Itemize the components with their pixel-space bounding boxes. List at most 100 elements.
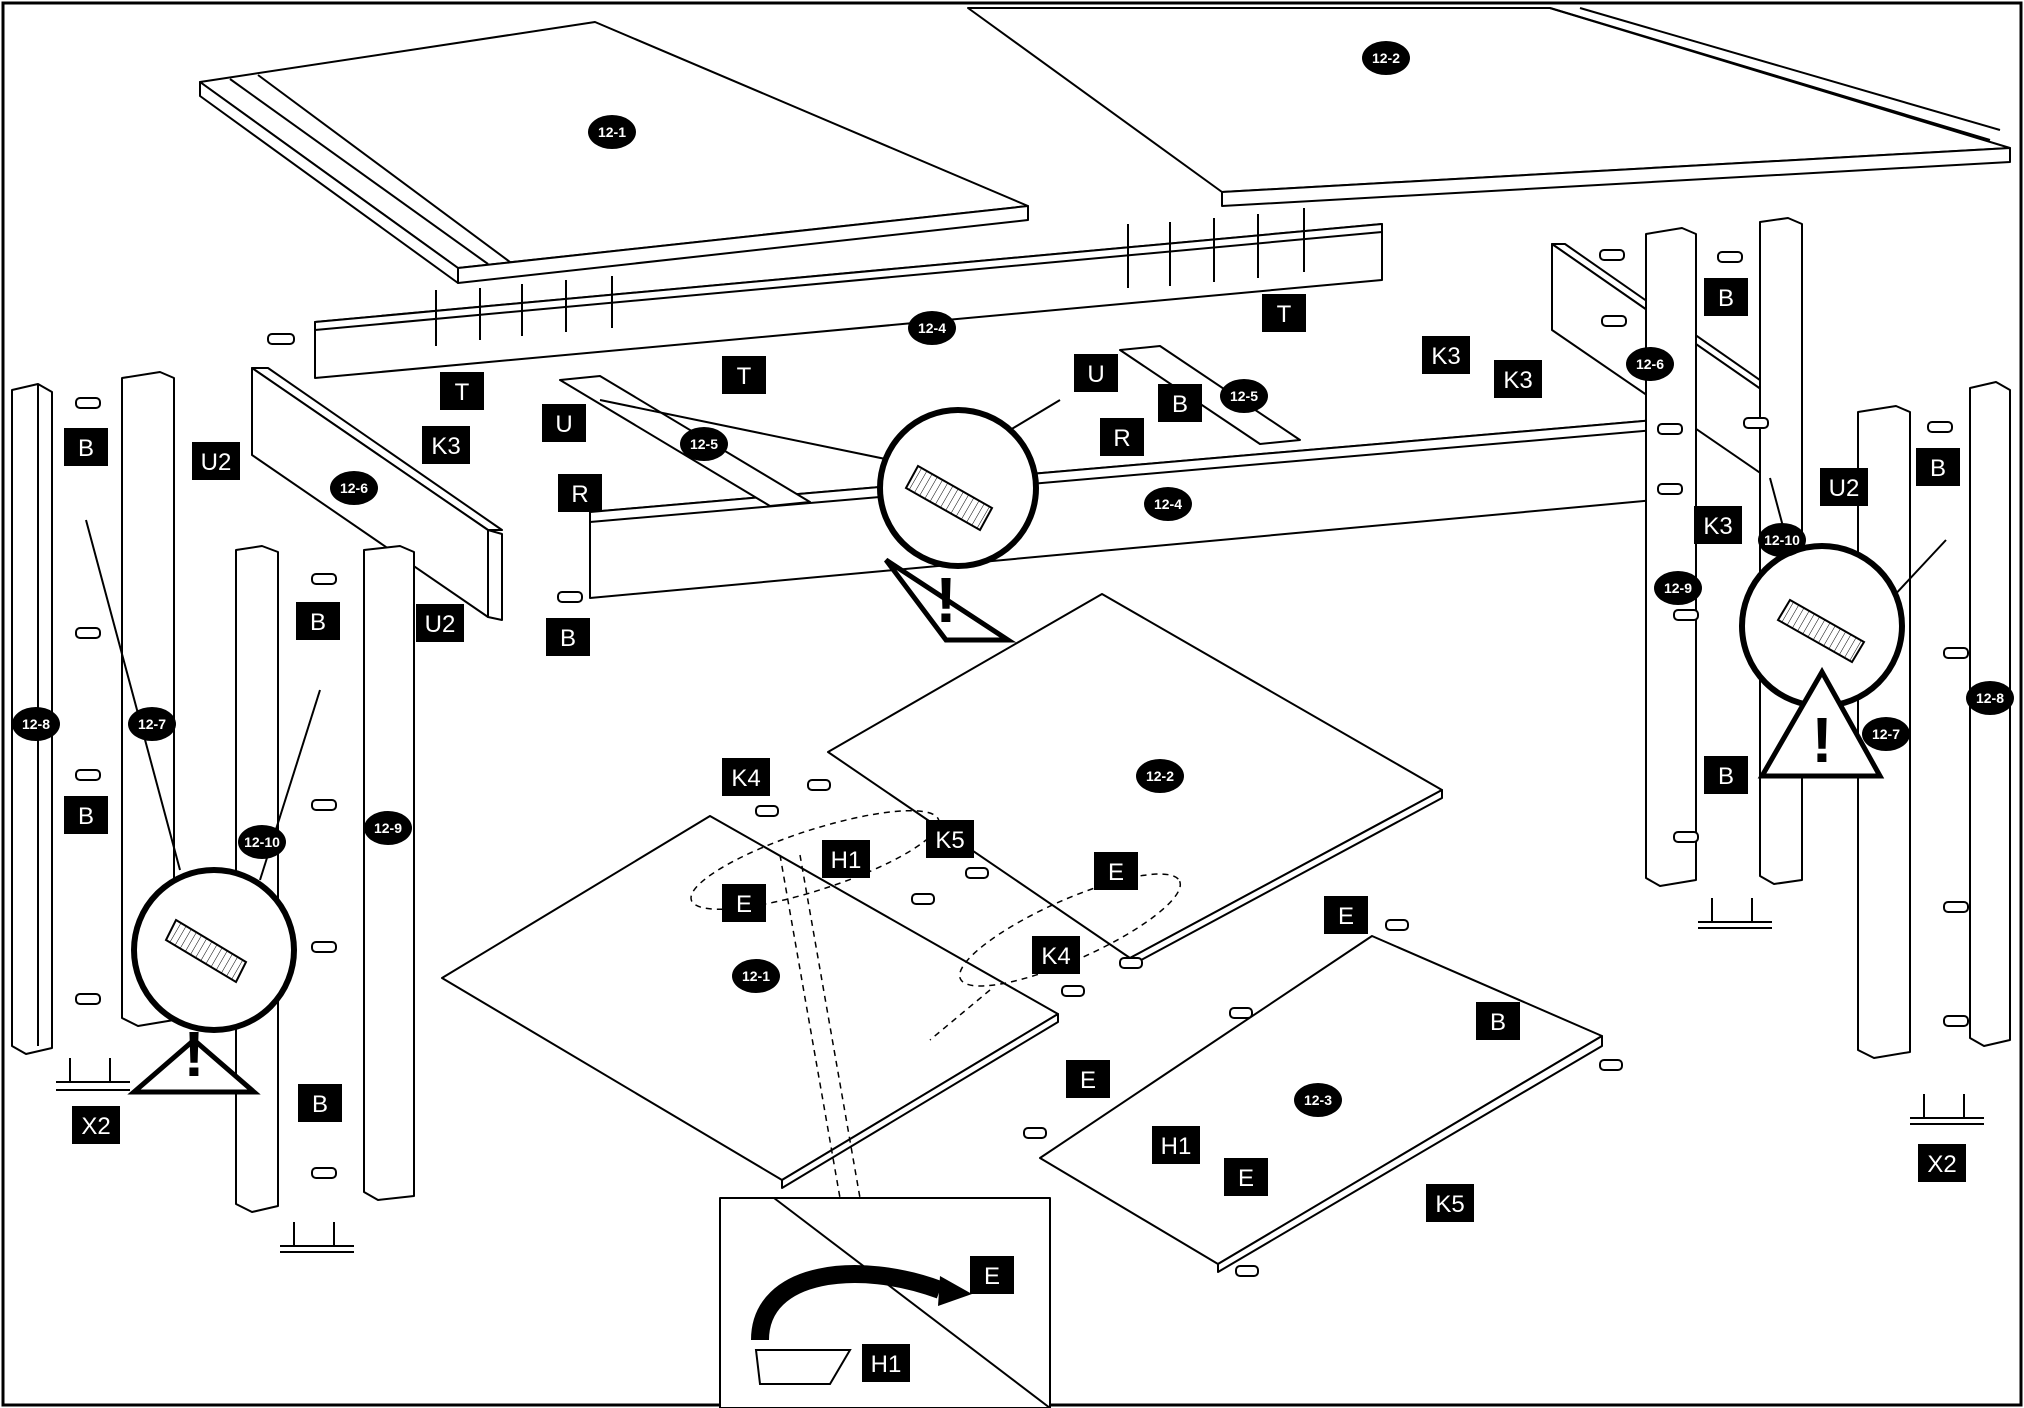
part-number-text: 12-5 [690,436,718,452]
part-number-label: 12-10 [238,825,286,859]
hardware-text: K4 [731,765,760,792]
part-number-text: 12-7 [138,716,166,732]
hardware-label: E [1066,1060,1110,1098]
hardware-text: U2 [425,611,456,638]
hardware-text: U2 [1829,475,1860,502]
hardware-text: R [1113,425,1130,452]
hardware-text: E [984,1263,1000,1290]
part-number-label: 12-4 [908,311,956,345]
part-number-label: 12-6 [1626,347,1674,381]
hardware-text: K3 [431,433,460,460]
hardware-text: E [1108,859,1124,886]
hardware-text: B [312,1091,328,1118]
part-number-text: 12-10 [1764,532,1800,548]
part-number-label: 12-8 [12,707,60,741]
hardware-text: B [1718,285,1734,312]
hardware-text: K3 [1431,343,1460,370]
hardware-text: U2 [201,449,232,476]
hardware-text: B [1172,391,1188,418]
part-number-text: 12-1 [742,968,770,984]
part-number-label: 12-1 [588,115,636,149]
hardware-label: B [298,1084,342,1122]
hardware-label: E [722,884,766,922]
part-number-text: 12-7 [1872,726,1900,742]
part-number-text: 12-5 [1230,388,1258,404]
warning-exclamation-icon: ! [935,564,956,636]
hardware-text: B [1490,1009,1506,1036]
hardware-label: K3 [1494,360,1542,398]
hardware-text: B [1930,455,1946,482]
hardware-label: B [1916,448,1960,486]
hardware-label: K3 [422,426,470,464]
hardware-label: K3 [1694,506,1742,544]
hardware-label: B [64,796,108,834]
hardware-text: K5 [935,827,964,854]
part-number-text: 12-4 [918,320,946,336]
hardware-text: H1 [1161,1133,1192,1160]
hardware-label: U2 [192,442,240,480]
hardware-label: X2 [1918,1144,1966,1182]
hardware-label: H1 [862,1344,910,1382]
hardware-text: K3 [1703,513,1732,540]
hardware-label: H1 [822,840,870,878]
hardware-label: U2 [1820,468,1868,506]
hardware-label: T [722,356,766,394]
part-number-label: 12-5 [680,427,728,461]
hardware-label: B [1704,278,1748,316]
hardware-label: T [440,372,484,410]
part-number-text: 12-3 [1304,1092,1332,1108]
leg-12-10-left [235,545,279,1213]
part-number-label: 12-2 [1362,41,1410,75]
hardware-label: B [546,618,590,656]
part-number-label: 12-9 [1654,571,1702,605]
hardware-label: K4 [1032,936,1080,974]
part-number-label: 12-4 [1144,487,1192,521]
part-number-text: 12-6 [340,480,368,496]
hardware-label: B [1158,384,1202,422]
slat-12-5-right [1119,345,1301,445]
hardware-label: B [64,428,108,466]
warning-exclamation-icon: ! [183,1018,204,1090]
glide-left-1 [56,1058,130,1091]
part-number-label: 12-7 [128,707,176,741]
hardware-text: B [78,435,94,462]
glide-right-2 [1910,1094,1984,1125]
hardware-label: U [1074,354,1118,392]
hardware-text: T [1277,301,1292,328]
hardware-text: U [1087,361,1104,388]
part-number-label: 12-8 [1966,681,2014,715]
hardware-label: E [970,1256,1014,1294]
part-number-text: 12-8 [1976,690,2004,706]
warning-detail-center [877,407,1039,643]
hardware-label: R [1100,418,1144,456]
part-number-text: 12-2 [1372,50,1400,66]
hardware-label: X2 [72,1106,120,1144]
hardware-label: H1 [1152,1126,1200,1164]
hardware-text: E [1238,1165,1254,1192]
dowel-illustrations [164,464,1866,984]
hardware-label: E [1224,1158,1268,1196]
hardware-label: K3 [1422,336,1470,374]
hardware-label: E [1094,852,1138,890]
leg-12-9-right [1645,227,1697,887]
part-number-label: 12-1 [732,959,780,993]
hardware-label: R [558,474,602,512]
hardware-label: T [1262,294,1306,332]
glide-left-2 [280,1222,354,1253]
hardware-text: K4 [1041,943,1070,970]
hardware-text: E [1338,903,1354,930]
hardware-text: X2 [1927,1151,1956,1178]
glide-right-1 [1698,898,1772,929]
hardware-label: E [1324,896,1368,934]
part-number-label: 12-2 [1136,759,1184,793]
hardware-text: E [1080,1067,1096,1094]
hardware-label: K5 [926,820,974,858]
hardware-label: K4 [722,758,770,796]
hardware-text: B [78,803,94,830]
leg-12-9-left [363,545,415,1201]
hardware-text: E [736,891,752,918]
hardware-label: B [1476,1002,1520,1040]
hardware-text: K3 [1503,367,1532,394]
